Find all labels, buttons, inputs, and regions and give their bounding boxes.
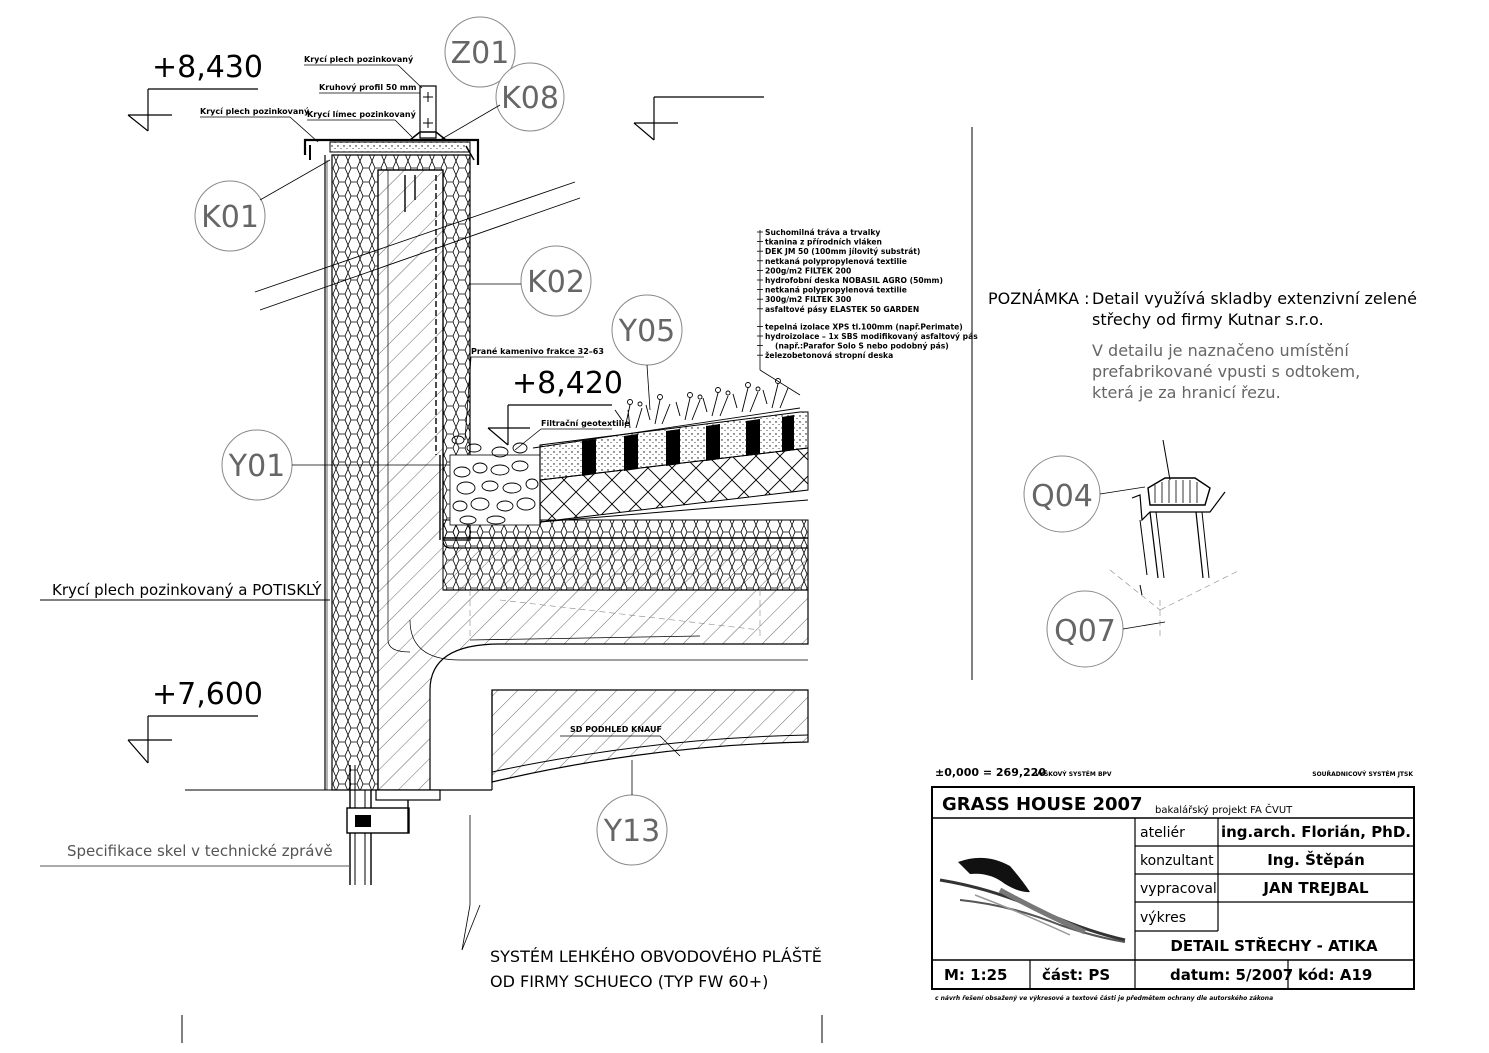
elevation-top: +8,430	[127, 50, 263, 132]
note-line4: prefabrikované vpusti s odtokem,	[1092, 362, 1360, 381]
label-kryci-plech-top: Krycí plech pozinkovaný	[304, 55, 423, 89]
label-kryci-plech-left-text: Krycí plech pozinkovaný	[200, 107, 310, 116]
label-potisk: Krycí plech pozinkovaný a POTISKLÝ	[40, 580, 330, 601]
tag-q04-label: Q04	[1031, 479, 1093, 514]
label-filtracni: Filtrační geotextilie	[514, 418, 630, 451]
tb-vyskovy: VÝŠKOVÝ SYSTÉM BPV	[1035, 770, 1112, 778]
tb-cast: část: PS	[1042, 966, 1110, 984]
tag-k01: K01	[194, 159, 331, 252]
tb-souradnicovy: SOUŘADNICOVÝ SYSTÉM JTSK	[1312, 770, 1413, 778]
label-system-line1: SYSTÉM LEHKÉHO OBVODOVÉHO PLÁŠTĚ	[490, 947, 822, 966]
label-kryci-limec-text: Krycí límec pozinkovaný	[307, 110, 417, 119]
tb-vykres-value: DETAIL STŘECHY - ATIKA	[1170, 936, 1378, 955]
layer-item: netkaná polypropylenová textilie	[765, 257, 907, 266]
title-block: ±0,000 = 269,220 VÝŠKOVÝ SYSTÉM BPV SOUŘ…	[931, 766, 1415, 1002]
tag-y05-label: Y05	[618, 314, 676, 349]
tb-datum: datum: 5/2007	[1170, 966, 1293, 984]
note-line2: střechy od firmy Kutnar s.r.o.	[1092, 310, 1324, 329]
note-line3: V detailu je naznačeno umístění	[1092, 341, 1349, 360]
layer-item: tepelná izolace XPS tl.100mm (např.Perim…	[765, 322, 963, 331]
label-podhled-text: SD PODHLED KNAUF	[570, 725, 662, 734]
elevation-bottom: +7,600	[127, 677, 263, 764]
tb-project-sub: bakalářský projekt FA ČVUT	[1155, 803, 1293, 816]
tag-k08-label: K08	[501, 81, 559, 116]
note-line1: Detail využívá skladby extenzivní zelené	[1092, 289, 1417, 308]
coping-flashing	[303, 138, 480, 165]
tb-copyright: c návrh řešení obsažený ve výkresové a t…	[935, 995, 1273, 1002]
grass-house-logo	[939, 857, 1126, 943]
tb-kod: kód: A19	[1298, 966, 1372, 984]
tb-atelier-label: ateliér	[1140, 825, 1185, 841]
roof-xps-insulation	[442, 519, 809, 591]
label-system: SYSTÉM LEHKÉHO OBVODOVÉHO PLÁŠTĚ OD FIRM…	[490, 947, 822, 991]
label-specifikace: Specifikace skel v technické zprávě	[40, 842, 350, 867]
label-kryci-plech-top-text: Krycí plech pozinkovaný	[304, 55, 414, 64]
tag-k02: K02	[470, 245, 592, 317]
label-specifikace-text: Specifikace skel v technické zprávě	[67, 842, 333, 860]
tag-y01: Y01	[221, 429, 450, 501]
tag-y05: Y05	[611, 294, 683, 411]
tb-atelier-value: ing.arch. Florián, PhD.	[1221, 823, 1411, 841]
elevation-roof: +8,420	[487, 366, 623, 446]
layer-item: 200g/m2 FILTEK 200	[765, 266, 851, 275]
tag-q07-label: Q07	[1054, 614, 1116, 649]
label-filtracni-text: Filtrační geotextilie	[541, 418, 630, 428]
tag-q04: Q04	[1023, 455, 1146, 533]
layer-item: asfaltové pásy ELASTEK 50 GARDEN	[765, 305, 919, 314]
elevation-top-label: +8,430	[152, 50, 263, 85]
label-kruhovy-profil: Kruhový profil 50 mm	[319, 83, 420, 94]
tag-k02-label: K02	[527, 265, 585, 300]
layer-item: Suchomilná tráva a trvalky	[765, 228, 880, 237]
tag-z01-label: Z01	[451, 36, 510, 71]
layer-item: DEK JM 50 (100mm jílovitý substrát)	[765, 247, 920, 256]
label-potisk-text: Krycí plech pozinkovaný a POTISKLÝ	[52, 580, 322, 599]
elevation-mark-right	[633, 96, 764, 141]
tb-datum-ref: ±0,000 = 269,220	[935, 766, 1046, 779]
layer-item: (např.:Parafor Solo S nebo podobný pás)	[775, 342, 949, 351]
label-kryci-plech-left: Krycí plech pozinkovaný	[200, 107, 319, 143]
label-kryci-limec: Krycí límec pozinkovaný	[307, 110, 417, 138]
layer-item: 300g/m2 FILTEK 300	[765, 295, 851, 304]
tag-q07: Q07	[1046, 590, 1166, 668]
note-heading: POZNÁMKA :	[988, 289, 1090, 308]
tag-k01-label: K01	[201, 200, 259, 235]
note-block: POZNÁMKA : Detail využívá skladby extenz…	[988, 289, 1417, 402]
tb-vykres-label: výkres	[1140, 910, 1186, 926]
note-line5: která je za hranicí řezu.	[1092, 383, 1281, 402]
facade-system	[185, 765, 470, 885]
layer-item: železobetonová stropní deska	[765, 351, 893, 360]
label-prane-kamenivo-text: Prané kamenivo frakce 32–63	[471, 346, 604, 356]
elevation-roof-label: +8,420	[512, 366, 623, 401]
layer-item: hydroizolace – 1x SBS modifikovaný asfal…	[765, 332, 978, 341]
label-podhled: SD PODHLED KNAUF	[560, 725, 681, 757]
tb-project: GRASS HOUSE 2007	[942, 794, 1143, 815]
tb-scale: M: 1:25	[944, 966, 1007, 984]
layer-item: netkaná polypropylenová textilie	[765, 286, 907, 295]
layer-item: tkanina z přírodních vláken	[765, 238, 882, 247]
green-roof-layers	[449, 378, 809, 526]
ventilation-pipe	[409, 85, 447, 141]
tag-y13-label: Y13	[603, 814, 661, 849]
tb-konzultant-value: Ing. Štěpán	[1267, 850, 1365, 869]
tb-konzultant-label: konzultant	[1140, 853, 1214, 869]
tag-k08: K08	[439, 62, 565, 141]
label-prane-kamenivo: Prané kamenivo frakce 32–63	[464, 346, 604, 441]
tb-vypracoval-label: vypracoval	[1140, 881, 1217, 897]
label-system-line2: OD FIRMY SCHUECO (TYP FW 60+)	[490, 972, 768, 991]
label-kruhovy-profil-text: Kruhový profil 50 mm	[319, 83, 416, 92]
tb-vypracoval-value: JAN TREJBAL	[1262, 879, 1369, 897]
roof-drain-sketch	[1131, 439, 1226, 596]
tag-y01-label: Y01	[228, 449, 286, 484]
layer-item: hydrofobní deska NOBASIL AGRO (50mm)	[765, 276, 943, 285]
elevation-bottom-label: +7,600	[152, 677, 263, 712]
tag-y13: Y13	[596, 760, 668, 866]
tag-z01: Z01	[444, 16, 516, 88]
